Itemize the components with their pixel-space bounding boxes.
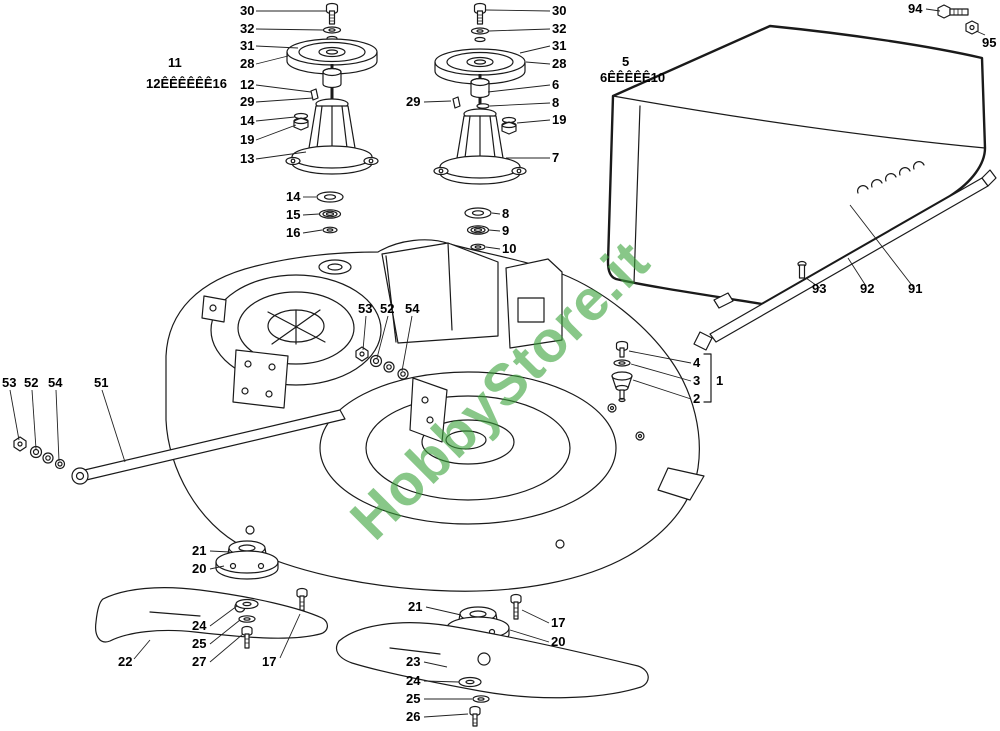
part-label: 27 — [192, 654, 207, 669]
part-label: 54 — [405, 301, 420, 316]
part-label: 95 — [982, 35, 997, 50]
part-label: 21 — [408, 599, 423, 614]
part-label: 14 — [286, 189, 301, 204]
part-label: 16 — [286, 225, 301, 240]
part-label: 92 — [860, 281, 875, 296]
part-label: 29 — [240, 94, 255, 109]
part-label: 11 — [168, 55, 182, 70]
part-label: 13 — [240, 151, 255, 166]
part-label: 32 — [240, 21, 255, 36]
part-label: 52 — [380, 301, 395, 316]
part-label: 30 — [552, 3, 567, 18]
part-label: 8 — [502, 206, 510, 221]
deck-cover — [606, 24, 987, 309]
part-label: 6 — [552, 77, 560, 92]
part-label: 91 — [908, 281, 923, 296]
nut-95 — [965, 20, 979, 35]
part-label: 8 — [552, 95, 560, 110]
part-label: 51 — [94, 375, 109, 390]
part-label: 20 — [192, 561, 207, 576]
part-label: 12 — [240, 77, 255, 92]
part-label: 52 — [24, 375, 39, 390]
part-label: 94 — [908, 1, 923, 16]
part-label: 31 — [552, 38, 567, 53]
plug-assembly — [611, 340, 633, 403]
part-label: 15 — [286, 207, 301, 222]
part-label: 17 — [262, 654, 277, 669]
right-spindle-assembly — [433, 2, 527, 251]
lift-arm-assembly — [13, 409, 346, 485]
part-label: 19 — [240, 132, 255, 147]
part-label: 54 — [48, 375, 63, 390]
part-label: 28 — [552, 56, 567, 71]
part-label: 24 — [406, 673, 421, 688]
leader-lines — [9, 8, 986, 718]
part-label: 3 — [693, 373, 701, 388]
part-label: 53 — [2, 375, 17, 390]
part-label: 19 — [552, 112, 567, 127]
part-label: 22 — [118, 654, 133, 669]
part-label: 53 — [358, 301, 373, 316]
part-label: 12ÊÊÊÊÊÊ16 — [146, 76, 227, 91]
part-label: 6ÊÊÊÊÊ10 — [600, 70, 666, 85]
part-label: 1 — [716, 373, 724, 388]
part-label: 23 — [406, 654, 421, 669]
part-label: 20 — [551, 634, 566, 649]
mid-fastener-group — [355, 346, 448, 443]
part-label: 25 — [406, 691, 421, 706]
part-label: 25 — [192, 636, 207, 651]
part-label: 2 — [693, 391, 701, 406]
left-blade-assembly — [95, 540, 328, 649]
part-label: 29 — [406, 94, 421, 109]
part-label: 21 — [192, 543, 207, 558]
part-label: 7 — [552, 150, 560, 165]
part-label: 30 — [240, 3, 255, 18]
part-label: 9 — [502, 223, 510, 238]
part-label: 32 — [552, 21, 567, 36]
part-label: 93 — [812, 281, 827, 296]
part-label: 4 — [693, 355, 701, 370]
part-label: 26 — [406, 709, 421, 724]
part-label: 14 — [240, 113, 255, 128]
part-label: 10 — [502, 241, 517, 256]
bolt-94 — [937, 4, 969, 19]
group-bracket-1 — [703, 353, 712, 403]
part-label: 5 — [622, 54, 630, 69]
left-spindle-assembly — [285, 2, 379, 234]
part-label: 17 — [551, 615, 566, 630]
part-label: 31 — [240, 38, 255, 53]
center-blade-assembly — [335, 593, 649, 727]
part-label: 28 — [240, 56, 255, 71]
cover-bolt-93 — [797, 260, 807, 279]
part-label: 24 — [192, 618, 207, 633]
